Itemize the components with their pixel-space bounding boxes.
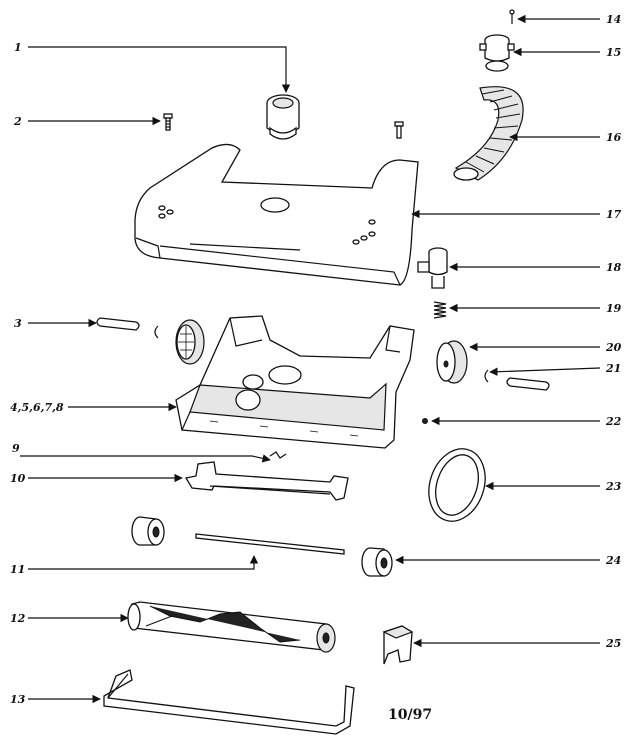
leader-lines [20, 14, 601, 704]
part-22-nut [422, 418, 428, 424]
callout-2: 2 [13, 115, 22, 128]
part-14-screw [509, 9, 515, 24]
part-13-bumper [103, 669, 355, 735]
part-25-bracket [382, 625, 414, 665]
part-18-swivel [417, 247, 448, 289]
part-9-clip [269, 451, 287, 459]
callout-4-8: 4,5,6,7,8 [10, 401, 64, 414]
part-17-hood-cover [134, 143, 419, 286]
callout-16: 16 [606, 131, 622, 144]
part-23-belt [428, 448, 486, 522]
part-21-axle [484, 369, 550, 391]
callout-22: 22 [605, 415, 622, 428]
part-4-8-base-assembly [175, 315, 415, 449]
callout-18: 18 [606, 261, 622, 274]
hood-screw [394, 121, 404, 139]
part-2-screw [163, 113, 173, 131]
brush-end-cap-left [131, 516, 165, 546]
callout-3: 3 [14, 317, 22, 330]
callout-12: 12 [10, 612, 26, 625]
revision-date: 10/97 [388, 707, 432, 723]
part-3-axle [96, 317, 159, 339]
part-16-hose [453, 86, 524, 181]
part-1-hose-connector [266, 94, 300, 140]
callout-labels: 1 2 3 4,5,6,7,8 9 10 11 12 13 14 15 16 1… [10, 13, 622, 723]
part-10-bottom-plate [184, 461, 349, 501]
callout-10: 10 [10, 472, 26, 485]
part-11-shaft [195, 533, 345, 555]
callout-14: 14 [606, 13, 621, 26]
callout-17: 17 [606, 208, 622, 221]
part-15-hose-cuff [479, 34, 515, 72]
callout-21: 21 [605, 362, 621, 375]
callout-1: 1 [14, 41, 22, 54]
part-12-brushroll [127, 601, 336, 653]
callout-20: 20 [605, 341, 622, 354]
part-24-end-cap [361, 547, 393, 577]
callout-11: 11 [10, 563, 25, 576]
callout-13: 13 [10, 693, 26, 706]
callout-23: 23 [605, 480, 622, 493]
callout-25: 25 [605, 637, 621, 650]
callout-9: 9 [12, 442, 20, 455]
left-wheel [175, 319, 205, 365]
part-19-spring [433, 301, 447, 319]
callout-24: 24 [605, 554, 621, 567]
callout-15: 15 [606, 46, 621, 59]
part-20-wheel [436, 340, 468, 384]
callout-19: 19 [606, 302, 622, 315]
